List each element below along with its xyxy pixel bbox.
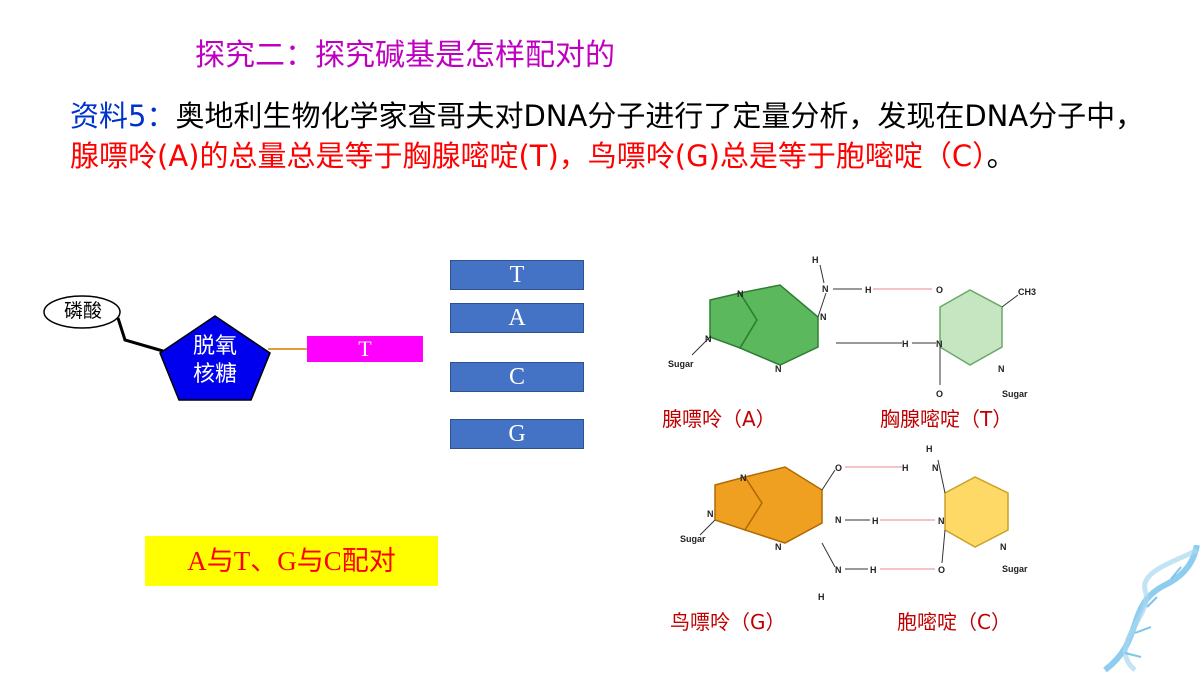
cytosine-structure: N H N O N Sugar — [926, 444, 1028, 575]
svg-text:N: N — [822, 284, 829, 294]
svg-text:O: O — [936, 285, 943, 295]
adenine-label: 腺嘌呤（A） — [662, 407, 776, 431]
adenine-structure: Sugar N N N N N H H — [668, 255, 898, 374]
page-title: 探究二：探究碱基是怎样配对的 — [195, 38, 615, 73]
phosphate-ellipse — [43, 295, 121, 329]
material-end: 。 — [986, 139, 1016, 173]
cytosine-label: 胞嘧啶（C） — [897, 610, 1011, 634]
svg-text:N: N — [740, 473, 747, 483]
svg-text:N: N — [707, 509, 714, 519]
svg-text:H: H — [902, 463, 909, 473]
svg-text:N: N — [938, 516, 945, 526]
pairing-rule-box — [145, 536, 438, 586]
svg-text:N: N — [820, 312, 827, 322]
material-paragraph: 资料5：奥地利生物化学家查哥夫对DNA分子进行了定量分析，发现在DNA分子中， 腺… — [70, 96, 1150, 176]
svg-text:H: H — [872, 516, 879, 526]
svg-text:Sugar: Sugar — [1002, 564, 1028, 574]
svg-text:N: N — [737, 289, 744, 299]
base-box-c: C — [450, 362, 584, 392]
svg-text:O: O — [938, 565, 945, 575]
nucleotide-diagram — [43, 295, 307, 401]
svg-text:O: O — [936, 389, 943, 399]
deoxyribose-label: 脱氧 核糖 — [175, 333, 255, 389]
svg-text:N: N — [932, 463, 939, 473]
svg-text:N: N — [775, 542, 782, 552]
guanine-structure: Sugar N N N O N H N H H — [680, 463, 879, 602]
svg-text:H: H — [902, 339, 909, 349]
svg-text:CH3: CH3 — [1018, 287, 1036, 297]
material-label: 资料5： — [70, 99, 176, 133]
pairing-rule-text: A与T、G与C配对 — [187, 546, 396, 576]
deoxyribose-label-line2: 核糖 — [192, 362, 237, 387]
svg-text:Sugar: Sugar — [668, 359, 694, 369]
base-box-t: T — [450, 260, 584, 290]
dna-helix-decoration — [1103, 545, 1200, 673]
svg-text:N: N — [775, 364, 782, 374]
svg-text:Sugar: Sugar — [680, 534, 706, 544]
svg-text:N: N — [998, 364, 1005, 374]
nucleotide-base: T — [307, 336, 423, 362]
thymine-label: 胸腺嘧啶（T） — [880, 407, 1013, 431]
svg-text:N: N — [835, 565, 842, 575]
base-box-a: A — [450, 303, 584, 333]
base-box-g: G — [450, 419, 584, 449]
svg-text:H: H — [865, 285, 872, 295]
deoxyribose-pentagon — [159, 315, 271, 401]
svg-text:H: H — [812, 255, 819, 265]
base-pair-structures: Sugar N N N N N H H H O N O N Sugar CH3 … — [668, 255, 1036, 602]
deoxyribose-label-line1: 脱氧 — [192, 334, 237, 359]
svg-text:H: H — [870, 565, 877, 575]
svg-text:N: N — [936, 339, 943, 349]
phosphate-label: 磷酸 — [63, 300, 102, 322]
material-highlight: 腺嘌呤(A)的总量总是等于胸腺嘧啶(T)，鸟嘌呤(G)总是等于胞嘧啶（C） — [70, 139, 987, 173]
svg-text:N: N — [1000, 542, 1007, 552]
svg-text:N: N — [705, 334, 712, 344]
svg-text:N: N — [835, 515, 842, 525]
material-text: 奥地利生物化学家查哥夫对DNA分子进行了定量分析，发现在DNA分子中， — [175, 99, 1145, 133]
svg-text:H: H — [926, 444, 933, 454]
thymine-structure: O N O N Sugar CH3 — [936, 285, 1036, 399]
svg-text:H: H — [818, 592, 825, 602]
guanine-label: 鸟嘌呤（G） — [670, 610, 786, 634]
svg-text:O: O — [835, 463, 842, 473]
phosphate-bond — [116, 317, 164, 353]
svg-text:Sugar: Sugar — [1002, 389, 1028, 399]
